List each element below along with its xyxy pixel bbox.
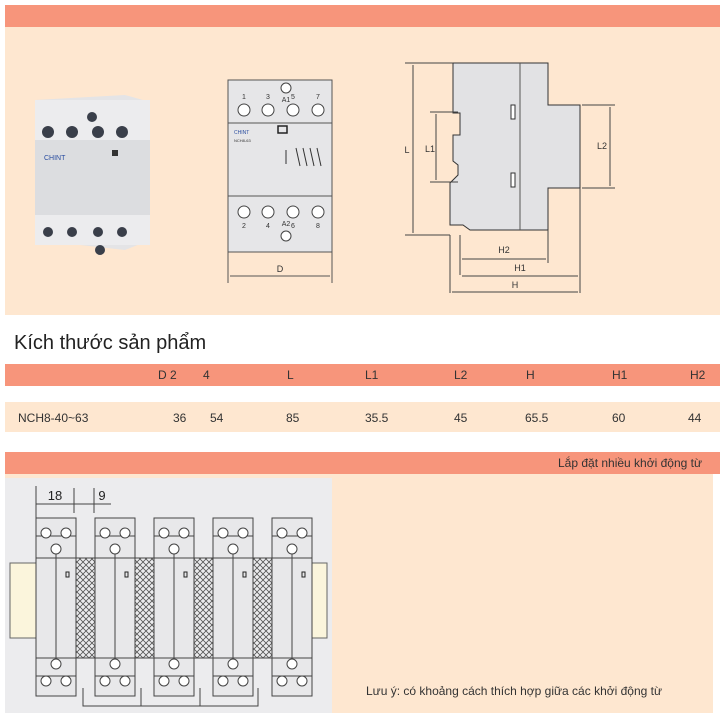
svg-text:3: 3 xyxy=(266,94,270,101)
svg-text:5: 5 xyxy=(291,94,295,101)
col-header: L1 xyxy=(365,368,379,382)
svg-text:H2: H2 xyxy=(498,245,510,255)
product-photo: CHINT xyxy=(35,95,150,255)
dim-18: 18 xyxy=(48,488,62,503)
svg-text:4: 4 xyxy=(266,223,270,230)
col-header: H xyxy=(526,368,535,382)
dim-9: 9 xyxy=(98,488,105,503)
col-header: L2 xyxy=(454,368,468,382)
cell: 54 xyxy=(210,411,224,425)
svg-text:6: 6 xyxy=(291,223,295,230)
spacer xyxy=(75,557,96,659)
svg-text:A2: A2 xyxy=(282,221,291,228)
svg-text:D: D xyxy=(277,264,284,274)
top-band xyxy=(5,5,720,27)
installation-title: Lắp đặt nhiều khởi động từ xyxy=(557,456,702,470)
svg-text:H1: H1 xyxy=(514,263,526,273)
col-header: L xyxy=(287,368,294,382)
svg-text:8: 8 xyxy=(316,223,320,230)
spacer xyxy=(134,557,155,659)
svg-text:L2: L2 xyxy=(597,141,607,151)
cell: 60 xyxy=(612,411,626,425)
model-cell: NCH8-40~63 xyxy=(18,411,89,425)
svg-text:2: 2 xyxy=(242,223,246,230)
cell: 35.5 xyxy=(365,411,389,425)
svg-text:H: H xyxy=(512,280,519,290)
side-view-drawing: L L1 L2 H2 H1 H xyxy=(404,62,615,293)
col-header: D 2 xyxy=(158,368,177,382)
col-header: H2 xyxy=(690,368,706,382)
cell: 85 xyxy=(286,411,300,425)
svg-text:A1: A1 xyxy=(282,97,291,104)
installation-note: Lưu ý: có khoảng cách thích hợp giữa các… xyxy=(366,684,663,698)
spacer xyxy=(193,557,214,659)
svg-text:NCH8-63: NCH8-63 xyxy=(234,138,251,143)
installation-header: Lắp đặt nhiều khởi động từ xyxy=(5,452,720,474)
table-header: D 2 4 L L1 L2 H H1 H2 xyxy=(5,364,720,386)
col-header: H1 xyxy=(612,368,628,382)
cell: 36 xyxy=(173,411,187,425)
table-row: NCH8-40~63 36 54 85 35.5 45 65.5 60 44 xyxy=(5,402,720,432)
svg-text:CHINT: CHINT xyxy=(234,130,249,136)
cell: 65.5 xyxy=(525,411,549,425)
brand-logo: CHINT xyxy=(44,155,66,162)
section-title: Kích thước sản phẩm xyxy=(14,332,207,354)
svg-text:7: 7 xyxy=(316,94,320,101)
svg-text:L: L xyxy=(404,145,409,155)
svg-text:L1: L1 xyxy=(425,144,435,154)
spacer xyxy=(252,557,273,659)
col-header: 4 xyxy=(203,368,210,382)
svg-text:1: 1 xyxy=(242,94,246,101)
cell: 44 xyxy=(688,411,702,425)
cell: 45 xyxy=(454,411,468,425)
installation-diagram: 18 9 xyxy=(5,478,332,713)
